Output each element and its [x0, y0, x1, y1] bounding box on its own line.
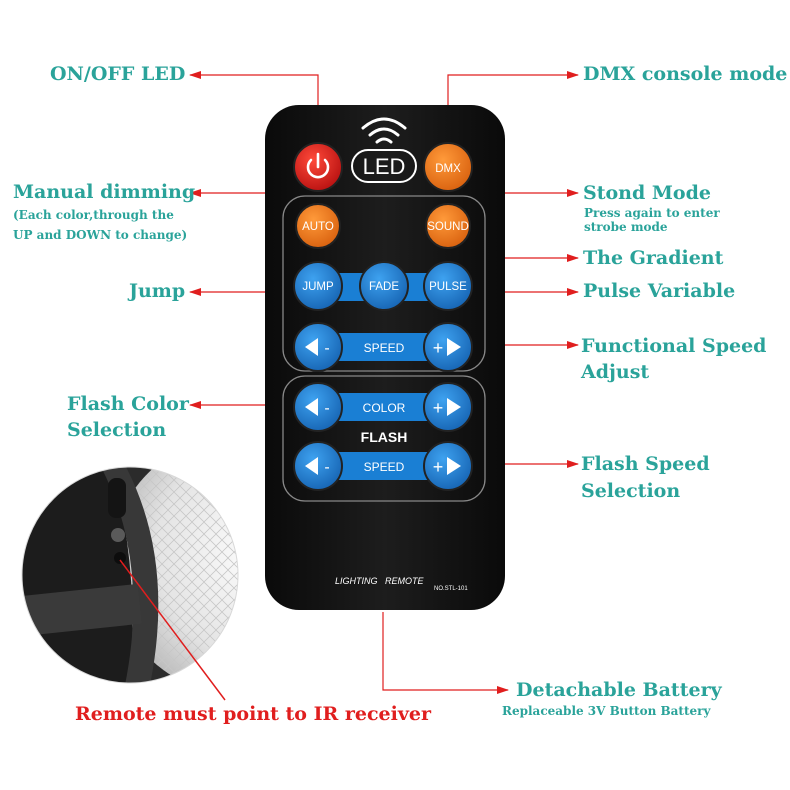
- right-arrow-icon: [447, 398, 461, 416]
- manual-dimming-note-2: UP and DOWN to change): [13, 228, 188, 242]
- color-label: COLOR: [363, 401, 406, 415]
- on-off-led-label: ON/OFF LED: [50, 63, 186, 85]
- functional-speed-adjust-label: Adjust: [581, 361, 650, 383]
- color-minus-button[interactable]: -: [293, 382, 343, 432]
- speed-minus-button[interactable]: -: [293, 322, 343, 372]
- dmx-label: DMX: [435, 163, 461, 175]
- flash-group-frame: [282, 375, 486, 502]
- flash-color-selection-label: Selection: [67, 419, 167, 441]
- pulse-button[interactable]: PULSE: [423, 261, 473, 311]
- minus-label: -: [324, 400, 329, 417]
- right-arrow-icon: [447, 457, 461, 475]
- sound-label: SOUND: [427, 221, 469, 233]
- left-arrow-icon: [305, 457, 318, 475]
- color-plus-button[interactable]: +: [423, 382, 473, 432]
- jump-annotation-label: Jump: [129, 280, 186, 302]
- led-label: LED: [363, 154, 406, 179]
- speed-label: SPEED: [364, 460, 405, 474]
- battery-line: [382, 612, 509, 694]
- plus-label: +: [433, 398, 444, 418]
- flash-speed-selection-label: Selection: [581, 480, 681, 502]
- speed-plus-button[interactable]: +: [423, 322, 473, 372]
- ir-receiver-spot: [114, 552, 126, 564]
- ir-receiver-label: Remote must point to IR receiver: [75, 703, 431, 725]
- flash-label: FLASH: [361, 429, 408, 445]
- right-arrow-icon: [447, 338, 461, 356]
- minus-label: -: [324, 340, 329, 357]
- auto-button[interactable]: AUTO: [295, 203, 341, 249]
- wireless-icon: [361, 117, 407, 144]
- pulse-label: PULSE: [429, 281, 467, 293]
- flash-color-label: Flash Color: [67, 393, 189, 415]
- flash-speed-minus-button[interactable]: -: [293, 441, 343, 491]
- the-gradient-label: The Gradient: [583, 247, 724, 269]
- dmx-console-mode-label: DMX console mode: [583, 63, 788, 85]
- pulse-variable-label: Pulse Variable: [583, 280, 736, 302]
- sound-button[interactable]: SOUND: [425, 203, 471, 249]
- minus-label: -: [324, 459, 329, 476]
- dmx-button[interactable]: DMX: [423, 142, 473, 192]
- left-arrow-icon: [305, 338, 318, 356]
- left-arrow-icon: [305, 398, 318, 416]
- function-group-frame: [282, 195, 486, 372]
- jump-button[interactable]: JUMP: [293, 261, 343, 311]
- manual-dimming-label: Manual dimming: [13, 181, 196, 203]
- brand-text: LIGHTING REMOTE: [335, 576, 425, 586]
- power-button[interactable]: [293, 142, 343, 192]
- manual-dimming-note-1: (Each color,through the: [13, 208, 174, 222]
- power-icon: [306, 152, 330, 179]
- stond-mode-note-2: strobe mode: [584, 220, 668, 234]
- battery-note-label: Replaceable 3V Button Battery: [502, 704, 711, 718]
- functional-speed-label: Functional Speed: [581, 335, 767, 357]
- fade-label: FADE: [369, 281, 399, 293]
- ir-receiver-line: [119, 559, 226, 701]
- jump-label: JUMP: [302, 281, 334, 293]
- plus-label: +: [433, 338, 444, 358]
- fade-button[interactable]: FADE: [359, 261, 409, 311]
- plus-label: +: [433, 457, 444, 477]
- model-text: NO.STL-101: [434, 586, 468, 592]
- stond-mode-note-1: Press again to enter: [584, 206, 720, 220]
- stond-mode-label: Stond Mode: [583, 182, 711, 204]
- flash-speed-plus-button[interactable]: +: [423, 441, 473, 491]
- speed-label: SPEED: [364, 341, 405, 355]
- led-indicator: LED: [351, 149, 417, 183]
- auto-label: AUTO: [302, 221, 334, 233]
- detachable-battery-label: Detachable Battery: [516, 679, 722, 701]
- flash-speed-label: Flash Speed: [581, 453, 710, 475]
